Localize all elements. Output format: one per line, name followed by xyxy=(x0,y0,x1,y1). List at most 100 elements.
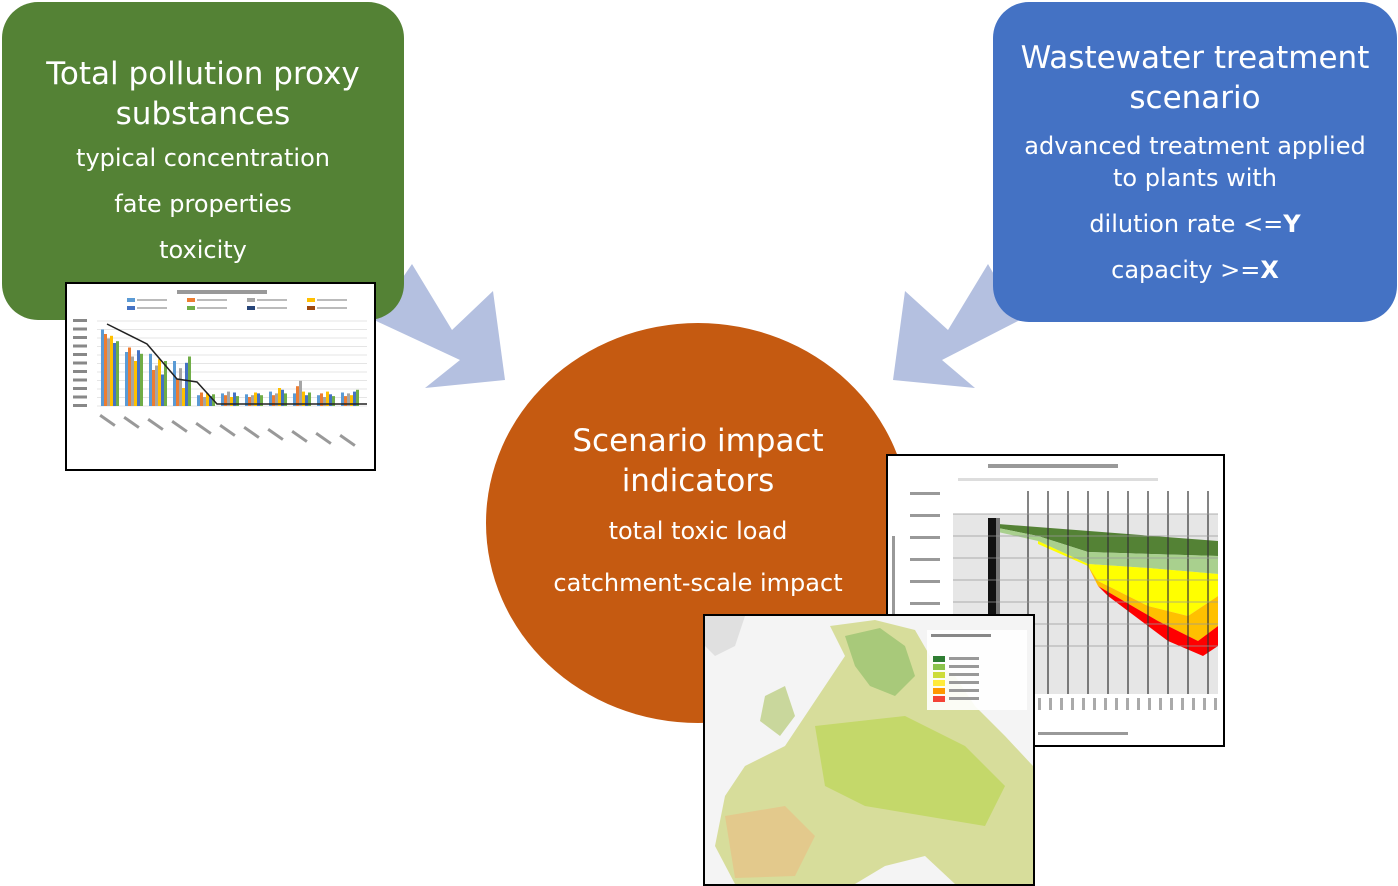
thumb-legend-swatch xyxy=(247,306,255,310)
thumb-legend-text xyxy=(317,307,347,309)
thumb-legend-text xyxy=(257,307,287,309)
treatment-line1: advanced treatment applied xyxy=(1024,132,1366,160)
thumb-legend-text xyxy=(317,299,347,301)
thumb-x-label xyxy=(123,416,140,429)
thumb-x-label xyxy=(171,420,188,433)
thumb-y-tick xyxy=(73,353,87,356)
thumb-y-tick xyxy=(73,327,87,331)
thumb-bar xyxy=(281,389,284,406)
thumb-bar xyxy=(233,392,236,406)
thumb-bar xyxy=(344,396,347,406)
thumb-bar xyxy=(284,393,287,406)
thumb-bar xyxy=(113,343,116,406)
thumb-legend-swatch xyxy=(307,306,315,310)
thumb-bar xyxy=(269,391,272,406)
thumb-legend-swatch xyxy=(933,664,945,670)
thumb-legend-swatch xyxy=(127,306,135,310)
thumb-x-label xyxy=(195,422,212,435)
thumb-legend-text xyxy=(949,697,979,700)
thumb-x-tick xyxy=(1093,698,1096,710)
thumb-x-tick xyxy=(1071,698,1074,710)
thumb-bar xyxy=(230,397,233,406)
thumb-bar xyxy=(110,335,113,406)
impact-indicators-circle: Scenario impact indicators total toxic l… xyxy=(486,323,910,723)
capacity-prefix: capacity >= xyxy=(1111,256,1261,284)
pollution-box-title-line2: substances xyxy=(115,96,291,132)
thumb-bar xyxy=(182,388,185,406)
thumb-x-tick xyxy=(1203,698,1206,710)
thumb-title xyxy=(177,290,267,294)
thumb-bar xyxy=(329,394,332,406)
thumb-bar xyxy=(101,329,104,406)
treatment-line2: to plants with xyxy=(1112,164,1277,192)
left-arrow xyxy=(374,264,505,388)
thumb-x-label xyxy=(99,414,116,427)
thumb-y-tick xyxy=(910,536,940,539)
thumb-bar xyxy=(125,352,128,406)
thumb-bar xyxy=(320,393,323,406)
thumb-legend-swatch xyxy=(247,298,255,302)
pollution-proxy-box: Total pollution proxy substances typical… xyxy=(2,2,404,320)
thumb-y-tick xyxy=(73,344,87,348)
dilution-rate-line: dilution rate <=Y xyxy=(993,208,1397,240)
thumb-y-tick xyxy=(73,395,87,399)
pollution-box-title-line1: Total pollution proxy xyxy=(46,56,360,92)
bar-chart-graphic xyxy=(73,290,367,447)
thumb-bar xyxy=(245,394,248,406)
thumb-x-tick xyxy=(1148,698,1151,710)
thumb-bar xyxy=(254,392,257,406)
thumb-bar xyxy=(209,396,212,406)
thumb-x-label xyxy=(291,430,308,443)
thumb-bar xyxy=(179,368,182,406)
dilution-variable: Y xyxy=(1283,210,1301,238)
thumb-bar xyxy=(257,393,260,406)
thumb-vertical-bar xyxy=(988,518,996,694)
thumb-bar xyxy=(305,395,308,406)
thumb-legend-text xyxy=(257,299,287,301)
thumb-bar xyxy=(200,392,203,406)
thumb-bar xyxy=(323,397,326,406)
thumb-x-label xyxy=(219,424,236,437)
thumb-x-tick xyxy=(1192,698,1195,710)
thumb-bar xyxy=(197,395,200,406)
thumb-bar xyxy=(116,341,119,406)
thumb-legend-title xyxy=(931,634,991,637)
thumb-map-scandinavia xyxy=(845,628,915,696)
thumb-bar xyxy=(326,391,329,406)
impact-title-line2: indicators xyxy=(621,463,775,499)
capacity-line: capacity >=X xyxy=(993,254,1397,286)
thumb-x-tick xyxy=(1060,698,1063,710)
thumb-x-tick xyxy=(1170,698,1173,710)
treatment-box-title-line1: Wastewater treatment xyxy=(1020,40,1370,76)
thumb-legend-swatch xyxy=(127,298,135,302)
thumb-x-tick xyxy=(1115,698,1118,710)
thumb-bar xyxy=(347,393,350,406)
thumb-x-tick xyxy=(1049,698,1052,710)
thumb-x-tick xyxy=(1181,698,1184,710)
thumb-y-tick xyxy=(910,514,940,517)
thumb-bar xyxy=(341,392,344,406)
pollution-item-toxicity: toxicity xyxy=(159,236,247,264)
curve-chart-graphic xyxy=(892,464,1218,735)
thumb-bar xyxy=(221,393,224,406)
thumb-bar xyxy=(353,391,356,406)
bar-chart-thumbnail xyxy=(65,282,376,471)
impact-item-toxic-load: total toxic load xyxy=(608,517,788,545)
thumb-bar xyxy=(227,391,230,406)
treatment-box-title-line2: scenario xyxy=(1129,80,1261,116)
thumb-bar xyxy=(224,395,227,406)
thumb-legend xyxy=(958,478,1158,481)
thumb-band-light-green xyxy=(998,528,1218,574)
thumb-bar xyxy=(356,389,359,406)
thumb-bar xyxy=(293,393,296,406)
thumb-x-tick xyxy=(1104,698,1107,710)
thumb-y-tick xyxy=(73,370,87,373)
europe-map-thumbnail xyxy=(703,614,1035,886)
thumb-bar xyxy=(131,356,134,406)
thumb-legend-text xyxy=(949,689,979,692)
thumb-x-tick xyxy=(1214,698,1217,710)
thumb-bar xyxy=(161,374,164,406)
thumb-map-iceland xyxy=(705,616,745,656)
thumb-bar xyxy=(185,362,188,406)
